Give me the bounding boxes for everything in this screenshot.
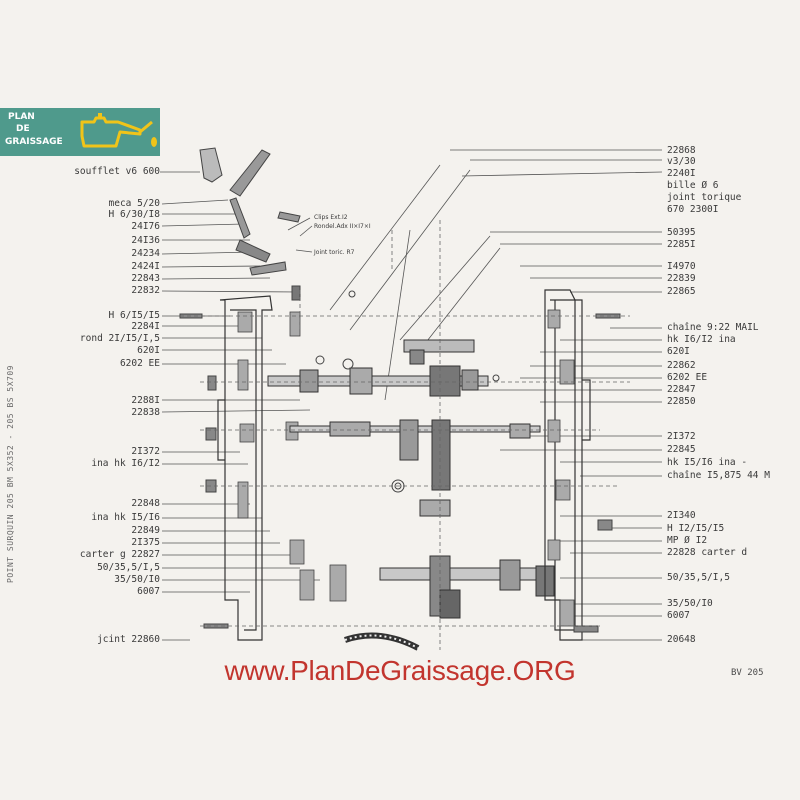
right-label-20: 22845	[667, 444, 696, 455]
right-label-22: chaîne I5,875 44 M	[667, 470, 770, 481]
right-label-2: v3/30	[667, 156, 696, 167]
right-label-19: 2I372	[667, 431, 696, 442]
left-label-24: 50/35,5/I,5	[97, 562, 160, 573]
left-label-9: 22832	[131, 285, 160, 296]
plan-de-graissage-logo: PLAN DE GRAISSAGE	[0, 108, 160, 156]
right-label-27: 50/35,5/I,5	[667, 572, 730, 583]
left-label-10: H 6/I5/I5	[108, 310, 160, 321]
inner-label-joint: Joint toric. R7	[314, 249, 355, 256]
left-label-3: H 6/30/I8	[108, 209, 160, 220]
left-label-25: 35/50/I0	[114, 574, 160, 585]
left-label-22: 2I375	[131, 537, 160, 548]
logo-line-1: PLAN	[8, 112, 35, 122]
right-label-25: MP Ø I2	[667, 535, 708, 546]
left-label-4: 24I76	[131, 221, 160, 232]
right-label-16: 6202 EE	[667, 372, 708, 383]
left-label-27: jcint 22860	[97, 634, 160, 645]
logo-line-2: DE	[16, 124, 30, 134]
left-label-21: 22849	[131, 525, 160, 536]
left-label-6: 24234	[131, 248, 160, 259]
right-label-28: 35/50/I0	[667, 598, 713, 609]
right-label-24: H I2/I5/I5	[667, 523, 725, 534]
inner-label-rondel: Rondel.Adx II×I7×I	[314, 223, 371, 230]
oil-can-icon	[80, 113, 157, 148]
right-label-12: chaîne 9:22 MAIL	[667, 322, 759, 333]
right-label-10: 22839	[667, 273, 696, 284]
left-label-7: 2424I	[131, 261, 160, 272]
right-label-29: 6007	[667, 610, 690, 621]
left-label-23: carter g 22827	[79, 549, 160, 560]
left-label-16: 22838	[131, 407, 160, 418]
page-reference: BV 205	[731, 668, 764, 678]
right-label-1: 22868	[667, 145, 696, 156]
right-label-18: 22850	[667, 396, 696, 407]
left-label-18: ina hk I6/I2	[91, 458, 160, 469]
right-label-9: I4970	[667, 261, 696, 272]
right-label-4: bille Ø 6	[667, 180, 719, 191]
right-label-23: 2I340	[667, 510, 696, 521]
left-label-15: 2288I	[131, 395, 160, 406]
left-label-11: 2284I	[131, 321, 160, 332]
right-label-15: 22862	[667, 360, 696, 371]
left-label-14: 6202 EE	[119, 358, 160, 369]
right-label-8: 2285I	[667, 239, 696, 250]
left-label-12: rond 2I/I5/I,5	[79, 333, 160, 344]
right-label-11: 22865	[667, 286, 696, 297]
right-label-3: 2240I	[667, 168, 696, 179]
left-label-20: ina hk I5/I6	[91, 512, 160, 523]
right-label-17: 22847	[667, 384, 696, 395]
left-label-13: 620I	[137, 345, 160, 356]
inner-label-clips: Clips Ext.I2	[314, 214, 348, 221]
right-label-26: 22828 carter d	[667, 547, 748, 558]
left-label-1: soufflet v6 600	[74, 166, 160, 177]
right-label-21: hk I5/I6 ina -	[667, 457, 748, 468]
left-label-17: 2I372	[131, 446, 160, 457]
right-label-30: 20648	[667, 634, 696, 645]
logo-line-3: GRAISSAGE	[5, 137, 63, 147]
right-label-14: 620I	[667, 346, 690, 357]
left-label-8: 22843	[131, 273, 160, 284]
left-label-26: 6007	[137, 586, 160, 597]
right-label-5: joint torique	[667, 192, 742, 203]
left-label-19: 22848	[131, 498, 160, 509]
left-label-2: meca 5/20	[108, 198, 160, 209]
right-label-6: 670 2300I	[667, 204, 719, 215]
right-label-13: hk I6/I2 ina	[667, 334, 736, 345]
watermark-url: www.PlanDeGraissage.ORG	[224, 655, 576, 686]
left-label-5: 24I36	[131, 235, 160, 246]
right-label-7: 50395	[667, 227, 696, 238]
